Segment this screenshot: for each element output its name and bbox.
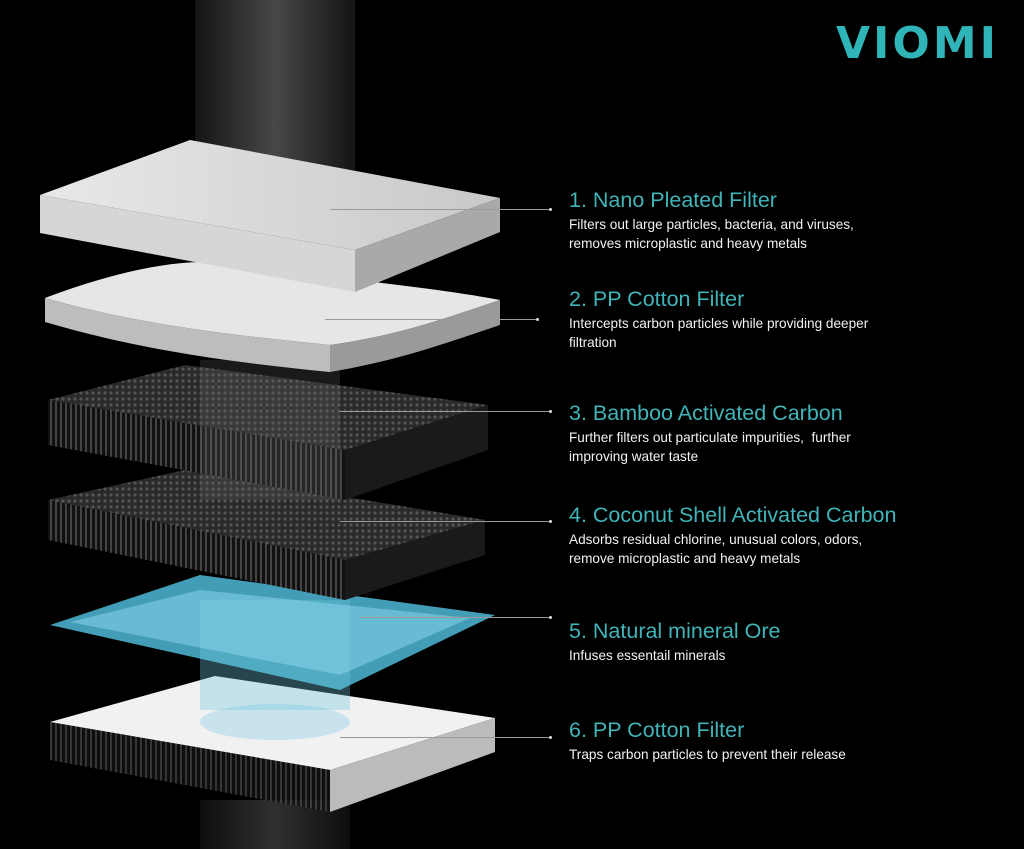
- description-line: Infuses essentail minerals: [569, 648, 726, 663]
- leader-line-1: [330, 208, 552, 211]
- viomi-logo: VIOMI: [836, 18, 999, 69]
- layer-title: 1. Nano Pleated Filter: [569, 188, 777, 212]
- layer-2-pp-cotton: [45, 262, 500, 372]
- description-line: Intercepts carbon particles while provid…: [569, 316, 869, 331]
- layer-description: Traps carbon particles to prevent their …: [569, 745, 1009, 764]
- layer-description: Filters out large particles, bacteria, a…: [569, 215, 1009, 253]
- layer-1-nano-pleated: [40, 140, 500, 292]
- layer-title: 2. PP Cotton Filter: [569, 287, 745, 311]
- description-line: Further filters out particulate impuriti…: [569, 430, 851, 445]
- layer-title: 3. Bamboo Activated Carbon: [569, 401, 843, 425]
- layer-2-info: 2. PP Cotton Filter Intercepts carbon pa…: [569, 287, 1009, 352]
- description-line: improving water taste: [569, 449, 699, 464]
- layer-description: Infuses essentail minerals: [569, 646, 1009, 665]
- description-line: remove microplastic and heavy metals: [569, 551, 801, 566]
- description-line: filtration: [569, 335, 617, 350]
- layer-4-coconut-carbon: [48, 470, 485, 600]
- layer-title: 5. Natural mineral Ore: [569, 619, 781, 643]
- layer-description: Adsorbs residual chlorine, unusual color…: [569, 530, 1009, 568]
- description-line: Adsorbs residual chlorine, unusual color…: [569, 532, 863, 547]
- layer-3-info: 3. Bamboo Activated Carbon Further filte…: [569, 401, 1009, 466]
- layer-3-bamboo-carbon: [48, 360, 488, 500]
- leader-line-5: [360, 616, 552, 619]
- description-line: removes microplastic and heavy metals: [569, 236, 807, 251]
- layer-5-mineral-ore: [50, 575, 495, 710]
- layer-5-info: 5. Natural mineral Ore Infuses essentail…: [569, 619, 1009, 665]
- layer-title: 6. PP Cotton Filter: [569, 718, 745, 742]
- layer-1-info: 1. Nano Pleated Filter Filters out large…: [569, 188, 1009, 253]
- layer-6-pp-cotton: [50, 676, 495, 812]
- leader-line-3: [340, 410, 552, 413]
- layer-description: Intercepts carbon particles while provid…: [569, 314, 1009, 352]
- description-line: Filters out large particles, bacteria, a…: [569, 217, 854, 232]
- description-line: Traps carbon particles to prevent their …: [569, 747, 846, 762]
- layer-4-info: 4. Coconut Shell Activated Carbon Adsorb…: [569, 503, 1009, 568]
- leader-line-6: [340, 736, 552, 739]
- leader-line-2: [325, 318, 539, 321]
- layer-description: Further filters out particulate impuriti…: [569, 428, 1009, 466]
- layer-title: 4. Coconut Shell Activated Carbon: [569, 503, 897, 527]
- layer-6-info: 6. PP Cotton Filter Traps carbon particl…: [569, 718, 1009, 764]
- leader-line-4: [340, 520, 552, 523]
